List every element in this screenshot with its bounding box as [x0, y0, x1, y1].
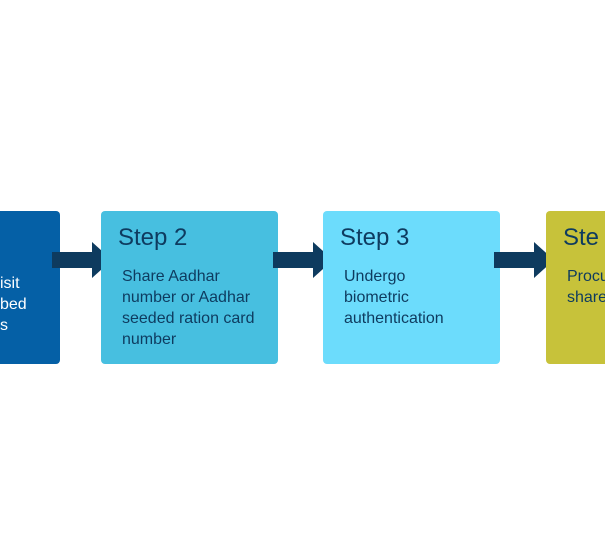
- step-3-box: Step 3 Undergo biometric authentication: [323, 211, 500, 364]
- step-2-description-line: Share Aadhar: [122, 268, 220, 285]
- arrow-shape: [494, 242, 554, 278]
- step-4-description: Procu share: [567, 266, 605, 308]
- step-3-description-line: Undergo: [344, 268, 406, 285]
- step-2-description-line: number or Aadhar: [122, 289, 251, 306]
- step-4-description-line: share: [567, 289, 605, 306]
- step-1-description-line: bed: [0, 296, 27, 313]
- right-arrow-icon: [52, 242, 112, 278]
- step-1-description-line: isit: [0, 275, 20, 292]
- step-1-description-line: s: [0, 317, 8, 334]
- step-3-description-line: authentication: [344, 310, 444, 327]
- step-3-title: Step 3: [340, 224, 410, 251]
- step-1-description: isit bed s: [0, 273, 140, 336]
- right-arrow-icon: [494, 242, 554, 278]
- step-2-description-line: seeded ration card: [122, 310, 255, 327]
- step-1-box: isit bed s: [0, 211, 60, 364]
- step-2-description-line: number: [122, 331, 177, 348]
- step-4-box: Ste Procu share: [546, 211, 605, 364]
- right-arrow-icon: [273, 242, 333, 278]
- step-2-title: Step 2: [118, 224, 188, 251]
- arrow-shape: [52, 242, 112, 278]
- step-3-description-line: biometric: [344, 289, 409, 306]
- step-3-description: Undergo biometric authentication: [344, 266, 494, 329]
- step-4-description-line: Procu: [567, 268, 605, 285]
- step-2-description: Share Aadhar number or Aadhar seeded rat…: [122, 266, 272, 350]
- step-4-title: Ste: [563, 224, 600, 251]
- step-2-box: Step 2 Share Aadhar number or Aadhar see…: [101, 211, 278, 364]
- arrow-shape: [273, 242, 333, 278]
